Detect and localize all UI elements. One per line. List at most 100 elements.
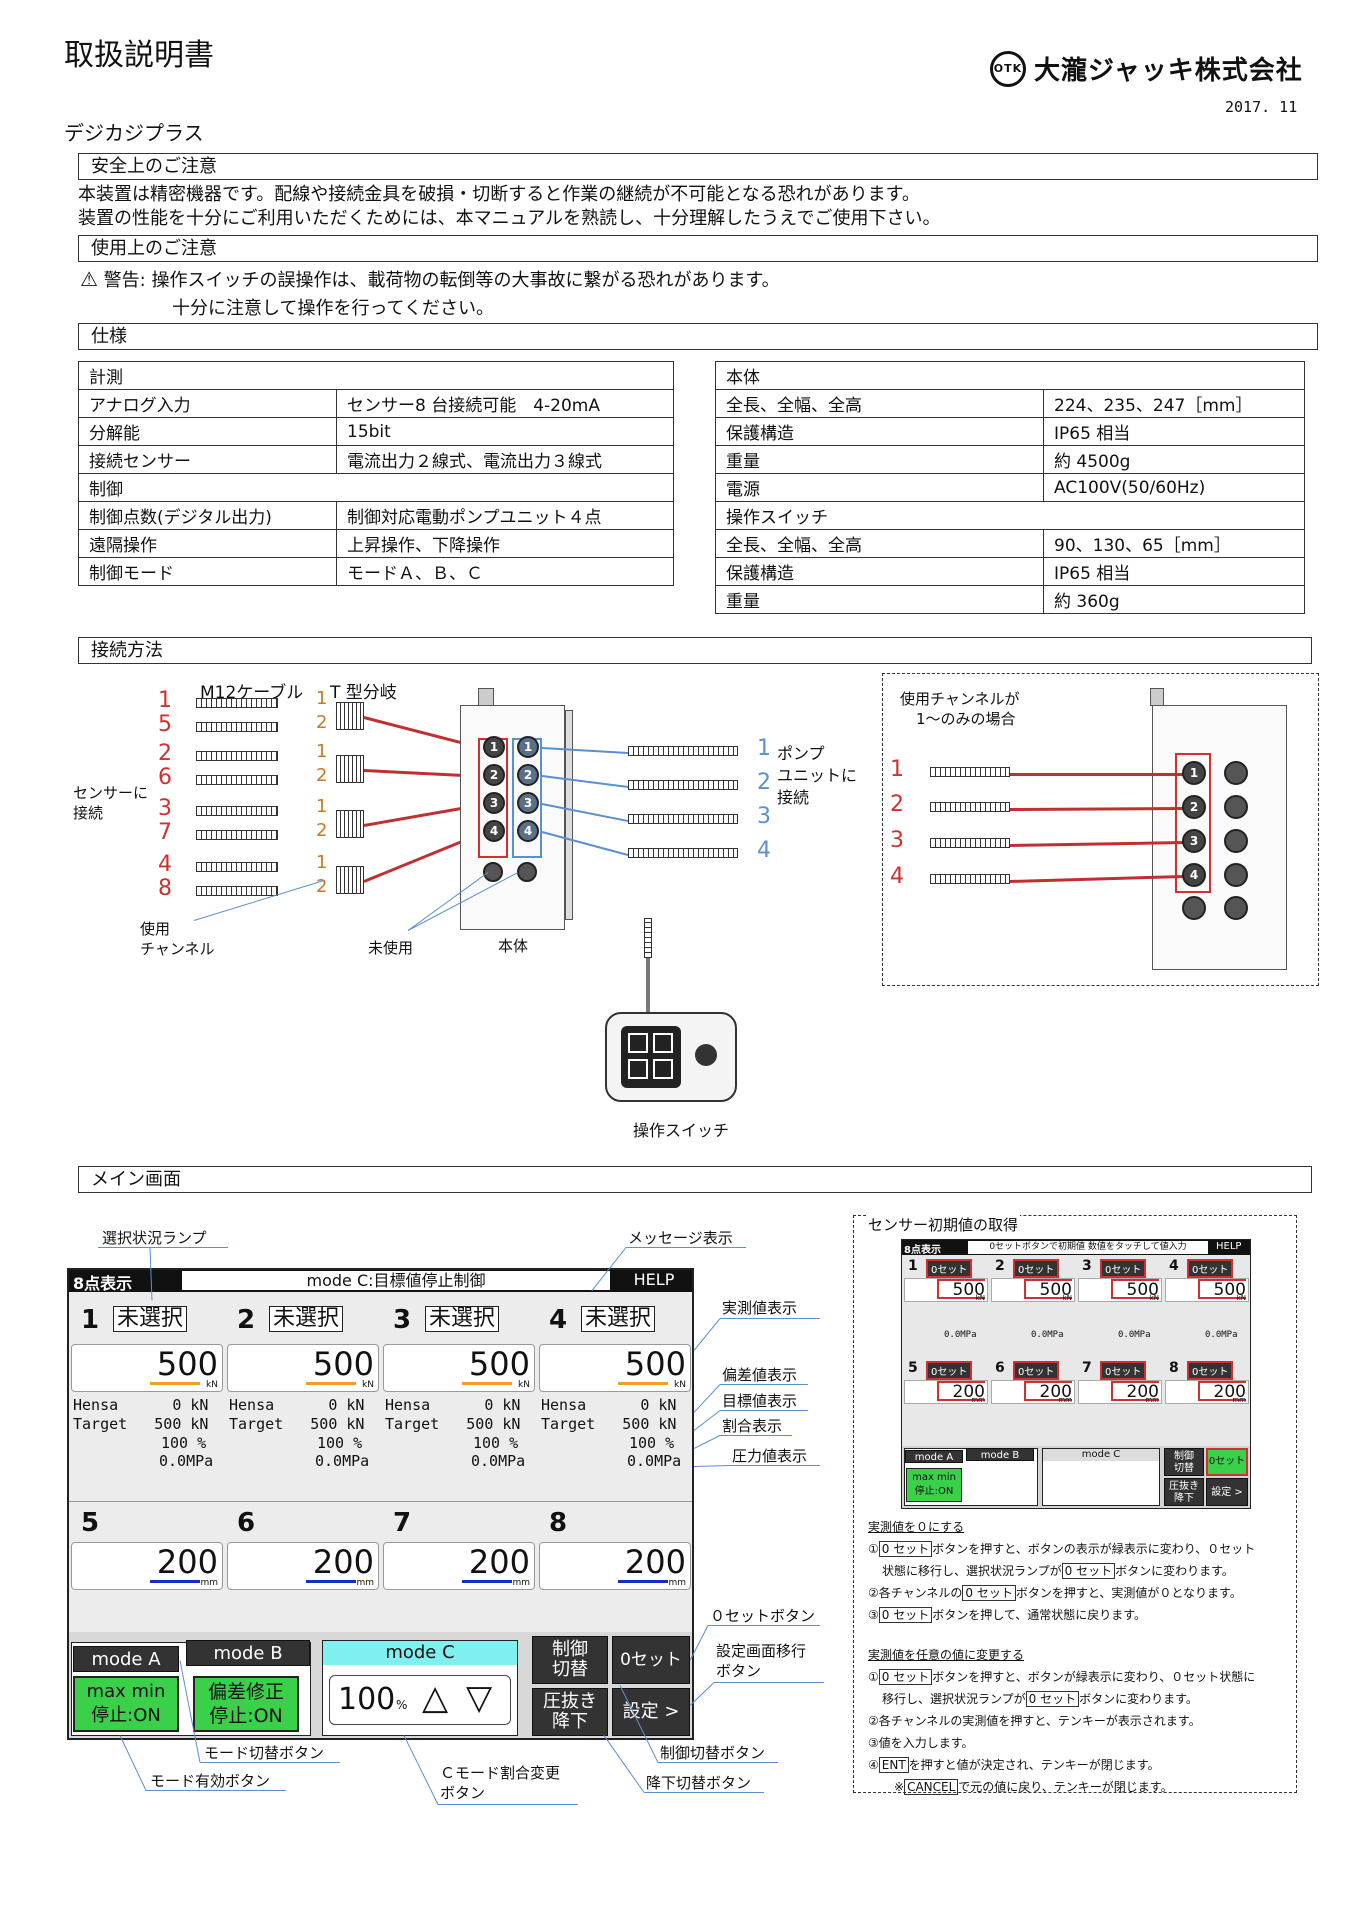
m12-cable: [196, 806, 278, 816]
c-mode-ratio-button[interactable]: 100 % △ ▽: [329, 1675, 511, 1725]
section-safety: 安全上のご注意: [78, 153, 1318, 180]
mini-help[interactable]: HELP: [1216, 1241, 1242, 1252]
mini-zero-lamp[interactable]: 0セット: [926, 1259, 973, 1278]
message-display: mode C:目標値停止制御: [182, 1271, 610, 1290]
mini-setting[interactable]: 設定 >: [1206, 1478, 1248, 1506]
target-value: Target 500 kN: [229, 1415, 365, 1433]
mini-channel-number: 2: [995, 1258, 1005, 1274]
annot-target-underline: [720, 1410, 808, 1411]
mini-zero-lamp[interactable]: 0セット: [926, 1361, 973, 1380]
instruction-text: ボタンに変わります。: [1115, 1564, 1234, 1578]
mini-release[interactable]: 圧抜き 降下: [1164, 1478, 1204, 1506]
mini-zero-button[interactable]: 0セット: [1206, 1448, 1248, 1476]
instruction-key: 0 セット: [962, 1585, 1016, 1601]
sensor-number: 3: [158, 796, 172, 821]
mode-b-tab[interactable]: mode B: [186, 1640, 310, 1666]
tee-number: 2: [316, 876, 328, 897]
mode-c-tab[interactable]: mode C: [323, 1641, 517, 1665]
sensor-conn-label-2: 接続: [73, 804, 104, 822]
unused-label: 未使用: [368, 939, 414, 957]
mini-zero-lamp[interactable]: 0セット: [1187, 1361, 1234, 1380]
release-down-button[interactable]: 圧抜き 降下: [532, 1688, 608, 1736]
up-triangle-icon[interactable]: △: [422, 1678, 449, 1718]
zero-set-button[interactable]: 0セット: [612, 1636, 690, 1684]
control-switch-button[interactable]: 制御 切替: [532, 1636, 608, 1684]
spec-right-value: 224、235、247［mm］: [1043, 389, 1305, 418]
spec-left-group-head: 制御: [78, 473, 674, 502]
spec-right-row: 重量約 4500g: [715, 445, 1305, 474]
mini-mode-c[interactable]: mode C: [1043, 1449, 1159, 1461]
mini-mode-a[interactable]: mode A: [905, 1450, 963, 1463]
selection-lamp[interactable]: 未選択: [113, 1306, 188, 1332]
screen-divider: [69, 1501, 692, 1502]
mode-b-enable-button[interactable]: 偏差修正 停止:ON: [193, 1676, 299, 1732]
selection-lamp[interactable]: 未選択: [269, 1306, 344, 1332]
switch-cable: [646, 958, 650, 1013]
screen-top-bar: 8点表示 mode C:目標値停止制御 HELP: [69, 1270, 692, 1293]
sensor-conn-label-1: センサーに: [73, 784, 149, 802]
down-triangle-icon[interactable]: ▽: [466, 1678, 493, 1718]
warning-line-2: 十分に注意して操作を行ってください。: [172, 298, 495, 319]
mini-message: 0セットボタンで初期値 数値をタッチして値入力: [968, 1241, 1208, 1254]
mode-a-enable-button[interactable]: max min 停止:ON: [73, 1676, 179, 1732]
inset-unused-port: [1182, 896, 1206, 920]
selection-lamp[interactable]: 未選択: [425, 1306, 500, 1332]
inset-cable: [930, 767, 1010, 777]
help-button[interactable]: HELP: [633, 1270, 675, 1289]
mini-value: 500: [1024, 1279, 1072, 1299]
selection-lamp[interactable]: 未選択: [581, 1306, 656, 1332]
mini-zero-lamp[interactable]: 0セット: [1100, 1361, 1147, 1380]
use-ch-label-1: 使用: [140, 920, 171, 938]
spec-left-key: 接続センサー: [78, 445, 337, 474]
annotation-line: [693, 1435, 721, 1449]
inset-sensor-number: 1: [890, 757, 904, 782]
annot-pressure-underline: [730, 1465, 820, 1466]
pressure-display: 0.0MPa: [627, 1452, 682, 1470]
mini-maxmin[interactable]: max min 停止:ON: [906, 1468, 962, 1502]
ratio-display: 100 %: [317, 1434, 363, 1452]
mini-ctrl[interactable]: 制御 切替: [1164, 1448, 1204, 1476]
spec-left-row: アナログ入力センサー8 台接続可能 4-20mA: [78, 389, 674, 418]
mini-mpa: 0.0MPa: [1118, 1330, 1151, 1340]
instruction-text: ボタンを押すと、ボタンの表示が緑表示に変わり、０セット: [932, 1542, 1256, 1556]
mini-zero-lamp[interactable]: 0セット: [1187, 1259, 1234, 1278]
pump-cable: [628, 814, 738, 824]
mini-release-2: 降下: [1174, 1493, 1194, 1504]
mini-zero-lamp[interactable]: 0セット: [1013, 1361, 1060, 1380]
mini-zero-lamp[interactable]: 0セット: [1100, 1259, 1147, 1278]
mini-mode-b[interactable]: mode B: [966, 1448, 1034, 1461]
spec-left-value: モードＡ、Ｂ、Ｃ: [336, 557, 674, 586]
mode-a-tab[interactable]: mode A: [73, 1646, 179, 1672]
tee-branch: [336, 810, 364, 838]
instruction-head-2: 実測値を任意の値に変更する: [868, 1648, 1025, 1662]
m12-cable: [196, 698, 278, 708]
pump-cable: [628, 848, 738, 858]
mini-zero-lamp[interactable]: 0セット: [1013, 1259, 1060, 1278]
mini-maxmin-1: max min: [912, 1472, 956, 1483]
spec-left-row: 遠隔操作上昇操作、下降操作: [78, 529, 674, 558]
switch-connector: [644, 918, 652, 958]
spec-left-key: 分解能: [78, 417, 337, 446]
sensor-port: 2: [483, 764, 505, 786]
annot-mode-switch-underline: [200, 1762, 340, 1763]
ratio-display: 100 %: [161, 1434, 207, 1452]
instruction-head-1: 実測値を０にする: [868, 1520, 965, 1534]
